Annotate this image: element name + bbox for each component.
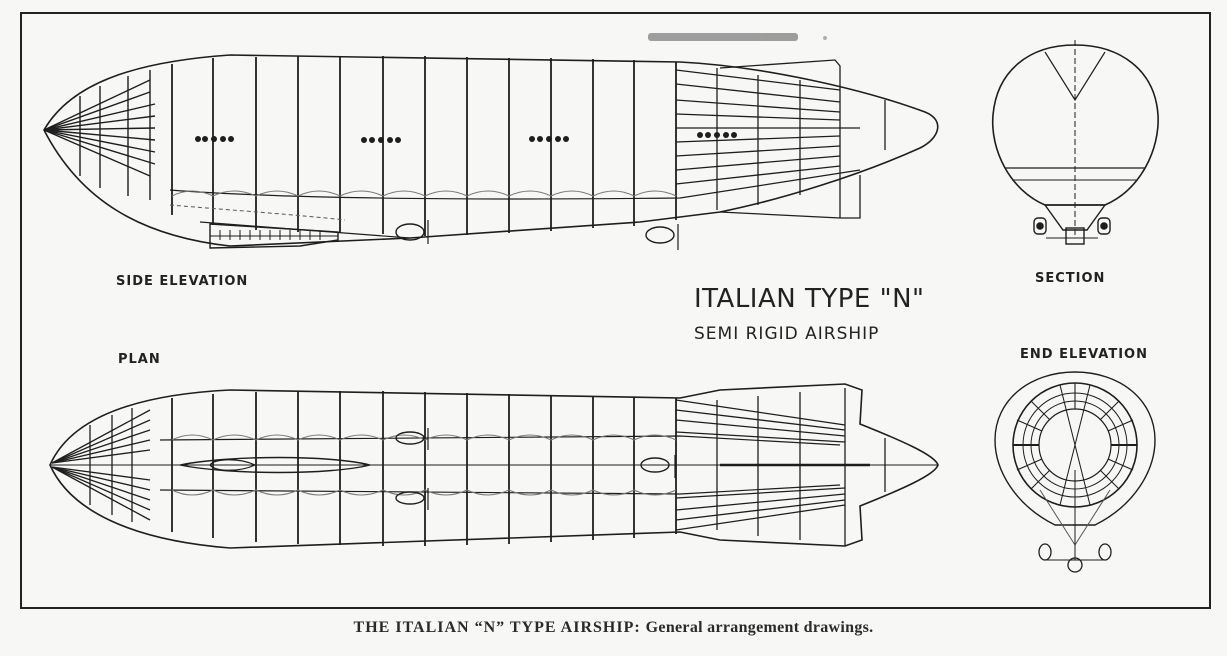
figure-title: ITALIAN TYPE "N" [694, 284, 925, 314]
section-label: SECTION [1035, 271, 1106, 286]
section-drawing [991, 40, 1159, 245]
caption-lead: THE ITALIAN “N” TYPE AIRSHIP: [353, 619, 641, 636]
side-elevation-drawing [43, 54, 939, 250]
plan-drawing [49, 383, 939, 549]
figure-caption: THE ITALIAN “N” TYPE AIRSHIP: General ar… [0, 619, 1227, 637]
frame-border [20, 12, 1211, 609]
side-elevation-label: SIDE ELEVATION [116, 274, 249, 289]
end-elevation-label: END ELEVATION [1020, 347, 1148, 362]
end-elevation-drawing [994, 371, 1156, 573]
caption-rest: General arrangement drawings. [645, 619, 874, 636]
scan-smudge [648, 33, 827, 41]
plan-label: PLAN [118, 352, 161, 367]
figure-subtitle: SEMI RIGID AIRSHIP [694, 324, 880, 344]
